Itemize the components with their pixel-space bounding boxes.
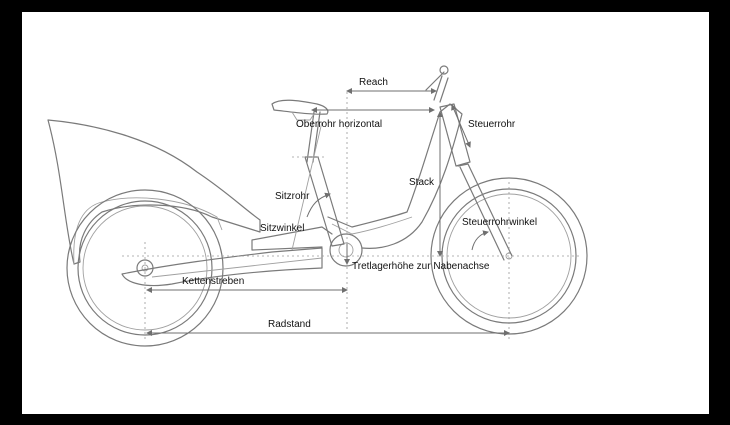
bike-geometry-diagram: Reach Oberrohr horizontal Steuerrohr Sta…: [47, 65, 588, 347]
head-tube-dimension: [451, 104, 471, 148]
head-tube: [425, 65, 513, 261]
label-stack: Stack: [409, 177, 435, 188]
frame-main: [327, 103, 463, 249]
dimension-lines: [146, 88, 510, 336]
chainstay: [121, 247, 323, 287]
label-steuerrohr: Steuerrohr: [468, 119, 516, 130]
seat-angle-arc: [306, 192, 331, 218]
label-reach: Reach: [359, 77, 388, 88]
motor-unit: [251, 226, 363, 267]
cargo-box: [47, 119, 261, 265]
label-sitzrohr: Sitzrohr: [275, 191, 310, 202]
label-sitzwinkel: Sitzwinkel: [260, 223, 304, 234]
head-angle-arc: [471, 230, 489, 251]
diagram-canvas: Reach Oberrohr horizontal Steuerrohr Sta…: [22, 12, 709, 414]
label-steuerrohrwinkel: Steuerrohrwinkel: [462, 217, 537, 228]
label-radstand: Radstand: [268, 319, 311, 330]
label-kettenstreben: Kettenstreben: [182, 276, 244, 287]
label-oberrohr: Oberrohr horizontal: [296, 119, 382, 130]
label-tretlager: Tretlagerhöhe zur Nabenachse: [352, 261, 490, 272]
rear-wheel: [66, 189, 224, 347]
